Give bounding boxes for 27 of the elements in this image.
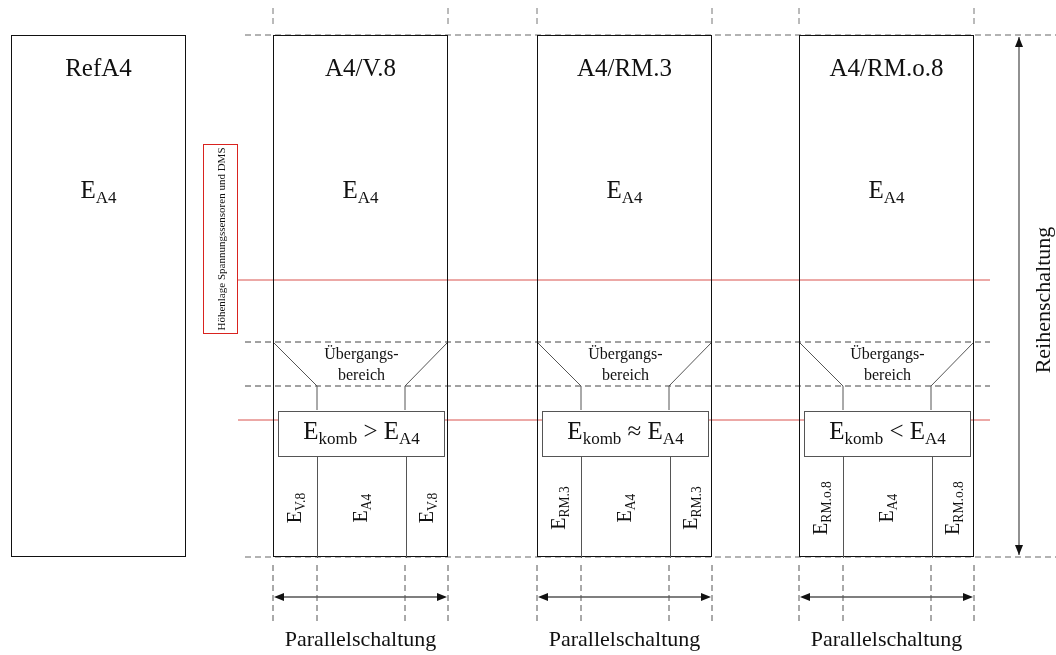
parallel-label: Parallelschaltung [284, 626, 437, 652]
comparison-box [278, 411, 445, 457]
specimen-box [11, 35, 186, 557]
modulus-label: E$_{A4}$ [867, 176, 906, 209]
zone-label: Übergangs- bereich [849, 344, 926, 385]
modulus-label: E$_{A4}$ [605, 176, 644, 209]
comparison-label: E$_{komb}$ > E$_{A4}$ [302, 417, 421, 450]
parallel-label: Parallelschaltung [810, 626, 963, 652]
specimen-title: A4/RM.o.8 [828, 54, 945, 82]
specimen-box [799, 35, 974, 557]
sensor-level-box [203, 144, 238, 334]
specimen-box [537, 35, 712, 557]
specimen-title: A4/RM.3 [575, 54, 674, 82]
specimen-box [273, 35, 448, 557]
comparison-box [542, 411, 709, 457]
series-label: Reihenschaltung [1030, 226, 1056, 374]
zone-label: Übergangs- bereich [587, 344, 664, 385]
modulus-label: E$_{A4}$ [341, 176, 380, 209]
sensor-label: Höhenlage Spannungssensoren und DMS [214, 147, 227, 331]
specimen-title: RefA4 [64, 54, 133, 82]
comparison-box [804, 411, 971, 457]
specimen-title: A4/V.8 [323, 54, 398, 82]
parallel-label: Parallelschaltung [548, 626, 701, 652]
zone-label: Übergangs- bereich [323, 344, 400, 385]
comparison-label: E$_{komb}$ ≈ E$_{A4}$ [566, 417, 685, 450]
comparison-label: E$_{komb}$ < E$_{A4}$ [828, 417, 947, 450]
modulus-label: E$_{A4}$ [79, 176, 118, 209]
